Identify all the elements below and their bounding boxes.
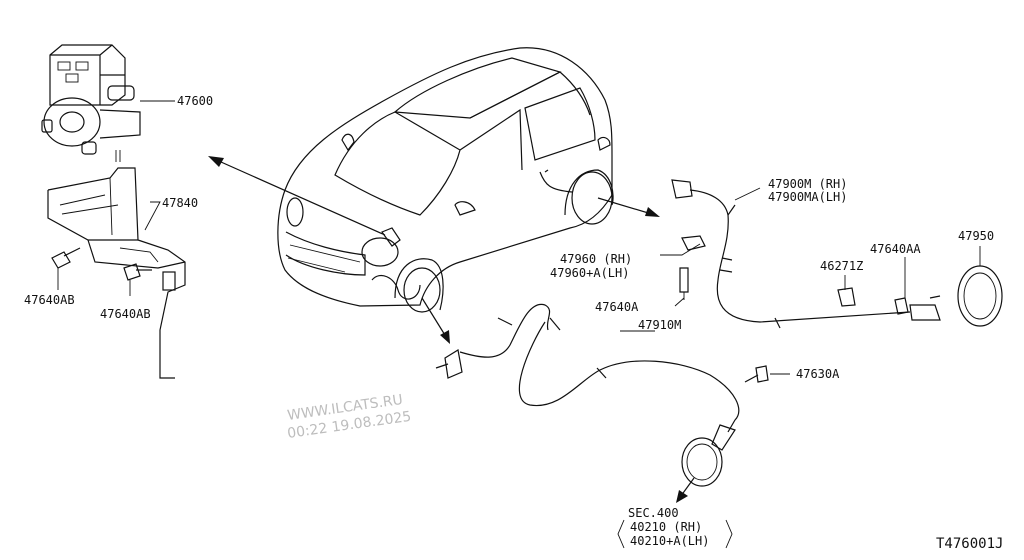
bracket-icon[interactable] [47, 167, 186, 379]
label-46271z: 46271Z [820, 259, 863, 273]
clip-icon[interactable] [679, 235, 706, 300]
label-47960-lh: 47960+A(LH) [550, 266, 629, 280]
label-47950: 47950 [958, 229, 994, 243]
figure-code: T476001J [936, 536, 1003, 552]
label-sec400: SEC.400 [628, 506, 679, 520]
sensor-cable-47910m[interactable] [435, 303, 740, 451]
bolt-icon[interactable] [744, 365, 769, 383]
label-47640ab-mid: 47640AB [100, 307, 151, 321]
label-47640aa: 47640AA [870, 242, 921, 256]
label-47630a: 47630A [796, 367, 840, 381]
sensor-ring-icon[interactable] [681, 437, 723, 487]
label-47910m: 47910M [638, 318, 681, 332]
label-47900ma-lh: 47900MA(LH) [768, 190, 847, 204]
label-47960-rh: 47960 (RH) [560, 252, 632, 266]
label-40210-lh: 40210+A(LH) [630, 534, 709, 548]
arrow-icon [208, 156, 695, 503]
leader-lines [57, 100, 981, 375]
sensor-cable-47900m[interactable] [671, 179, 941, 329]
abs-actuator-icon[interactable] [41, 44, 141, 162]
label-47900m-rh: 47900M (RH) [768, 177, 847, 191]
label-47600: 47600 [177, 94, 213, 108]
label-47640ab-left: 47640AB [24, 293, 75, 307]
bolt-icon[interactable] [51, 247, 152, 281]
label-40210-rh: 40210 (RH) [630, 520, 702, 534]
car-icon [277, 47, 614, 313]
sec-bracket [617, 519, 733, 549]
label-47640a: 47640A [595, 300, 639, 314]
sensor-ring-icon[interactable] [957, 265, 1003, 327]
label-47840: 47840 [162, 196, 198, 210]
